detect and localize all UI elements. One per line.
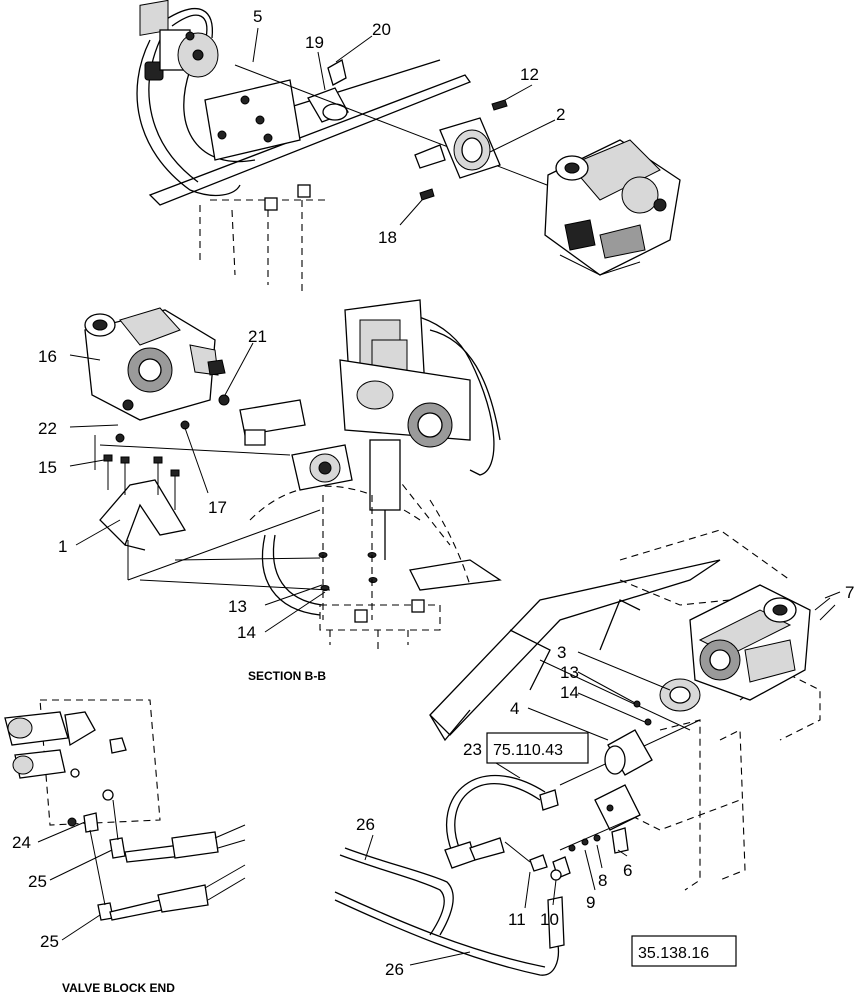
callout-15: 15 (38, 458, 57, 477)
reference-label-1[interactable]: 75.110.43 (493, 742, 563, 759)
callout-18: 18 (378, 228, 397, 247)
pump-icon (544, 139, 681, 276)
section-bb-caption: SECTION B-B (248, 669, 326, 683)
valve-block-end-caption: VALVE BLOCK END (62, 981, 175, 995)
valve-block-end-view (4, 699, 246, 921)
callout-9: 9 (586, 893, 595, 912)
callout-12: 12 (520, 65, 539, 84)
callout-26a: 26 (356, 815, 375, 834)
callout-numbers: 5 19 20 12 2 18 21 16 22 15 17 1 13 14 7… (12, 7, 854, 979)
callout-5: 5 (253, 7, 262, 26)
section-bb-view (84, 299, 502, 650)
reference-label-2[interactable]: 35.138.16 (638, 945, 709, 962)
callout-13a: 13 (228, 597, 247, 616)
top-assembly-view (136, 0, 681, 295)
callout-16: 16 (38, 347, 57, 366)
callout-25b: 25 (40, 932, 59, 951)
pump-icon (689, 584, 836, 701)
callout-6: 6 (623, 861, 632, 880)
lower-right-assembly-view (334, 529, 836, 976)
reference-box-1[interactable]: 75.110.43 (486, 732, 589, 764)
callout-14b: 14 (560, 683, 579, 702)
callout-26b: 26 (385, 960, 404, 979)
pump-icon (84, 307, 230, 443)
callout-25a: 25 (28, 872, 47, 891)
callout-20: 20 (372, 20, 391, 39)
callout-1: 1 (58, 537, 67, 556)
callout-8: 8 (598, 871, 607, 890)
callout-13b: 13 (560, 663, 579, 682)
callout-21: 21 (248, 327, 267, 346)
callout-2: 2 (556, 105, 565, 124)
callout-3: 3 (557, 643, 566, 662)
callout-14a: 14 (237, 623, 256, 642)
callout-4: 4 (510, 699, 519, 718)
callout-10: 10 (540, 910, 559, 929)
callout-7: 7 (845, 583, 854, 602)
callout-17: 17 (208, 498, 227, 517)
reference-box-2[interactable]: 35.138.16 (631, 935, 737, 967)
callout-11: 11 (508, 910, 526, 929)
callout-22: 22 (38, 419, 57, 438)
callout-19: 19 (305, 33, 324, 52)
callout-23: 23 (463, 740, 482, 759)
leader-lines (37, 27, 841, 966)
callout-24: 24 (12, 833, 31, 852)
